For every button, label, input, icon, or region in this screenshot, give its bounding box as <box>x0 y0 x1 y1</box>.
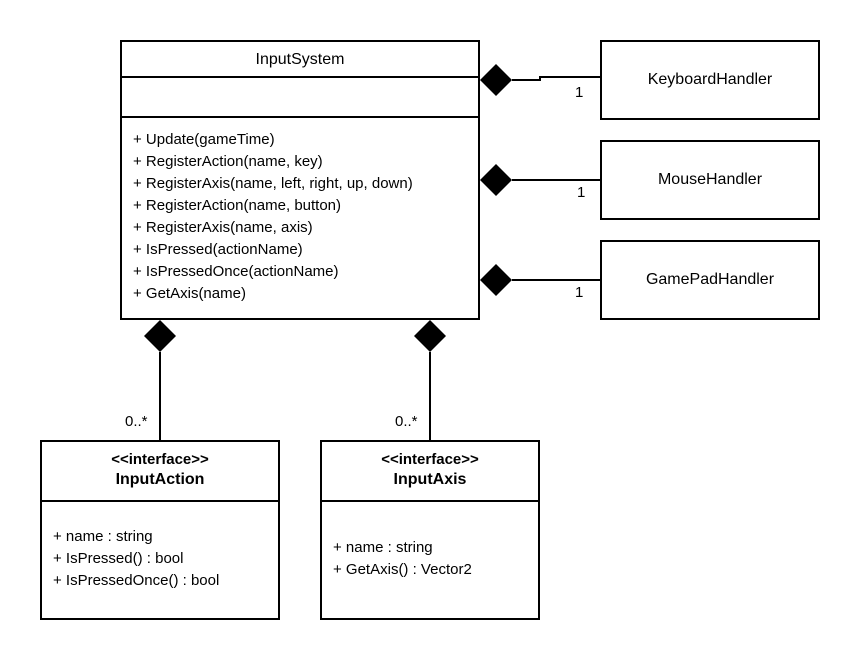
input-axis-members: + name : string + GetAxis() : Vector2 <box>333 537 538 581</box>
association-line-keyboard <box>512 76 600 81</box>
composition-diamond-gamepad <box>480 264 512 296</box>
multiplicity-axis: 0..* <box>395 413 418 430</box>
mouse-handler-class: MouseHandler <box>600 140 820 220</box>
keyboard-handler-class: KeyboardHandler <box>600 40 820 120</box>
input-action-header: <<interface>> InputAction <box>42 442 278 502</box>
multiplicity-keyboard: 1 <box>575 84 584 101</box>
member: + IsPressed() : bool <box>53 550 184 567</box>
gamepad-handler-class: GamePadHandler <box>600 240 820 320</box>
input-action-name: InputAction <box>115 471 205 488</box>
operation: + RegisterAxis(name, axis) <box>133 219 313 236</box>
input-axis-header: <<interface>> InputAxis <box>322 442 538 502</box>
input-axis-interface: <<interface>> InputAxis + name : string … <box>320 440 540 620</box>
input-action-members: + name : string + IsPressed() : bool + I… <box>53 526 278 592</box>
operation: + GetAxis(name) <box>133 285 246 302</box>
operation: + RegisterAction(name, key) <box>133 153 323 170</box>
operation: + RegisterAxis(name, left, right, up, do… <box>133 175 413 192</box>
member: + name : string <box>333 539 433 556</box>
operation: + Update(gameTime) <box>133 131 275 148</box>
input-axis-name: InputAxis <box>393 471 467 488</box>
multiplicity-mouse: 1 <box>577 184 586 201</box>
composition-diamond-action <box>144 320 176 352</box>
input-system-operations: + Update(gameTime) + RegisterAction(name… <box>133 129 478 305</box>
composition-diamond-axis <box>414 320 446 352</box>
interface-stereotype: <<interface>> <box>381 451 479 468</box>
input-action-interface: <<interface>> InputAction + name : strin… <box>40 440 280 620</box>
operation: + IsPressed(actionName) <box>133 241 303 258</box>
multiplicity-action: 0..* <box>125 413 148 430</box>
operation: + RegisterAction(name, button) <box>133 197 342 214</box>
composition-diamond-keyboard <box>480 64 512 96</box>
interface-stereotype: <<interface>> <box>111 451 209 468</box>
member: + GetAxis() : Vector2 <box>333 561 472 578</box>
input-system-class: InputSystem + Update(gameTime) + Registe… <box>120 40 480 320</box>
multiplicity-gamepad: 1 <box>575 284 584 301</box>
input-system-name: InputSystem <box>122 42 478 78</box>
member: + name : string <box>53 528 153 545</box>
composition-diamond-mouse <box>480 164 512 196</box>
input-system-attributes <box>122 80 478 118</box>
member: + IsPressedOnce() : bool <box>53 572 220 589</box>
operation: + IsPressedOnce(actionName) <box>133 263 339 280</box>
